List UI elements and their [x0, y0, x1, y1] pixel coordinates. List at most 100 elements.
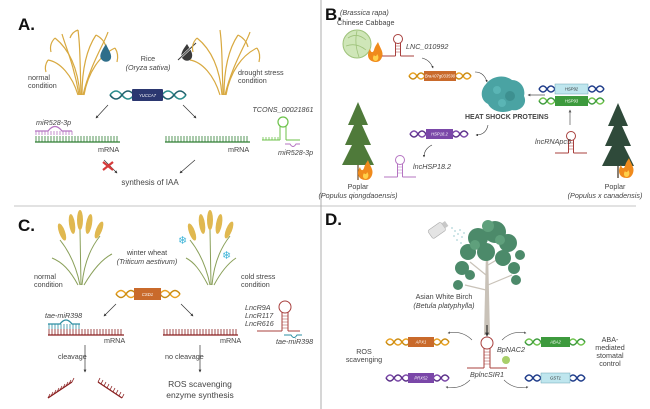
panel-b: B. (Brassica rapa) Chinese Cabbage LNC_0… [318, 5, 642, 200]
arrow-yucca-to-left-mrna [95, 104, 109, 119]
fragment-base [62, 383, 66, 389]
bplncsir1-label: BplncSIR1 [470, 370, 504, 379]
fragment-base [68, 379, 72, 385]
rice-plant-right-icon [189, 29, 261, 96]
no-cleavage-label: no cleavage [165, 352, 204, 361]
ros-scavenging-label-1: ROS [356, 347, 372, 356]
hsp92-label: HSP92 [565, 87, 579, 92]
poplar-tree-right-icon [602, 103, 634, 178]
poplar-tree-left-icon [342, 102, 374, 180]
fire-icon [368, 42, 383, 62]
snowflake-icon-1: ❄ [178, 235, 187, 247]
tae-mir398-right-label: tae-miR398 [276, 337, 313, 346]
red-x-icon [102, 161, 114, 171]
ros-outcome-line-2: enzyme synthesis [166, 390, 234, 400]
right-mrna-strand [165, 136, 250, 143]
fire-icon-right-poplar [619, 158, 634, 178]
wheat-mrna-right-label: mRNA [220, 336, 241, 345]
ros-scavenging-label-2: scavenging [346, 355, 382, 364]
wheat-plant-left-icon [51, 210, 113, 286]
lnc010992-hairpin [382, 34, 414, 57]
prx52-label: PRX52 [414, 376, 428, 381]
snowflake-icon-2: ❄ [222, 250, 231, 262]
panel-b-label: B. [325, 5, 342, 24]
yucca7-gene-dna: YUCCA7 [109, 89, 187, 101]
hsp92-gene-dna: HSP92 [538, 83, 605, 95]
fragment-base [56, 387, 60, 393]
fragment-base [103, 381, 107, 387]
panel-c: C. normal condition winter wheat (Tritic… [18, 210, 313, 400]
poplar-left-common-name: Poplar [348, 182, 369, 191]
ros-outcome-line-1: ROS scavenging [168, 379, 232, 389]
drought-condition-label-1: drought stress [238, 68, 284, 77]
fragment-base [100, 379, 104, 385]
lncr117-label: LncR117 [245, 311, 274, 320]
cabbage-icon [342, 29, 372, 59]
normal-condition-c-label-2: condition [34, 280, 63, 289]
panel-d-label: D. [325, 210, 342, 229]
aba-label-3: stomatal [596, 351, 624, 360]
bpnac2-label: BpNAC2 [497, 345, 525, 354]
arrow-csd1-to-right-mrna [180, 303, 194, 317]
poplar-right-common-name: Poplar [605, 182, 626, 191]
cleavage-label: cleavage [58, 352, 87, 361]
cold-condition-label-1: cold stress [241, 272, 276, 281]
tcons-mirna-label: miR528-3p [278, 148, 313, 157]
water-drop-icon [100, 44, 112, 62]
tae-mir398-left-label: tae-miR398 [45, 311, 82, 320]
csd1-gene-dna: CSD1 [115, 288, 181, 300]
birch-tree-icon [453, 220, 525, 335]
blocked-arrow [103, 159, 118, 174]
arrow-to-iaa [179, 159, 196, 174]
normal-condition-label-2: condition [28, 81, 57, 90]
lncr-hairpin [257, 300, 302, 338]
wheat-latin-name: (Triticum aestivum) [117, 257, 178, 266]
arrow-to-apx1 [447, 331, 473, 341]
panel-c-label: C. [18, 216, 35, 235]
wheat-plant-right-icon [185, 210, 237, 286]
birch-common-name: Asian White Birch [416, 292, 473, 301]
hsp93-gene-dna: HSP93 [538, 96, 605, 106]
lnchsp18-hairpin [384, 155, 416, 178]
fragment-base [71, 377, 75, 383]
heat-shock-protein-icon [481, 76, 526, 112]
normal-condition-label-1: normal [28, 73, 50, 82]
rice-common-name: Rice [141, 54, 155, 63]
lncr9a-label: LncR9A [245, 303, 271, 312]
arrow-to-aba2 [501, 331, 527, 341]
brassica-gene-label: BraA07g033590 [425, 74, 456, 79]
aba2-gene-dna: ABA2 [524, 337, 586, 347]
aba-label-4: control [599, 359, 621, 368]
arrow-lnchsp-to-gene [422, 144, 433, 158]
heat-shock-proteins-label: HEAT SHOCK PROTEINS [465, 114, 549, 121]
wheat-mrna-left-label: mRNA [104, 336, 125, 345]
hsp18-gene-dna: HSP18.2 [409, 129, 469, 139]
left-mrna-strand [35, 125, 120, 143]
hsp93-label: HSP93 [565, 99, 579, 104]
csd1-label: CSD1 [142, 292, 153, 297]
arrow-to-gst1 [503, 379, 529, 389]
aba-label-1: ABA- [602, 335, 619, 344]
lncr616-label: LncR616 [245, 319, 274, 328]
fragment-base [59, 385, 63, 391]
poplar-right-latin-name: (Populus x canadensis) [568, 191, 643, 200]
fragment-base [47, 393, 51, 399]
fragment-base [112, 387, 116, 393]
cleaved-fragment-right [97, 377, 125, 399]
mrna-right-label: mRNA [228, 145, 249, 154]
spray-bottle-icon [427, 221, 449, 239]
arrow-yucca-to-right-mrna [182, 104, 197, 119]
lncrnapc5-label: lncRNApc5 [535, 137, 572, 146]
arrow-lnc-to-gene [421, 57, 434, 69]
lnchsp18-label: lncHSP18.2 [413, 162, 451, 171]
aba-label-2: mediated [595, 343, 625, 352]
cleaved-fragment-left [47, 377, 75, 399]
lnc010992-label: LNC_010992 [406, 42, 448, 51]
fragment-base [121, 393, 125, 399]
fragment-base [106, 383, 110, 389]
bplncsir1-hairpin [467, 336, 507, 369]
rice-plant-left-icon [44, 29, 119, 96]
fragment-base [50, 391, 54, 397]
brassica-common-name: Chinese Cabbage [337, 18, 395, 27]
